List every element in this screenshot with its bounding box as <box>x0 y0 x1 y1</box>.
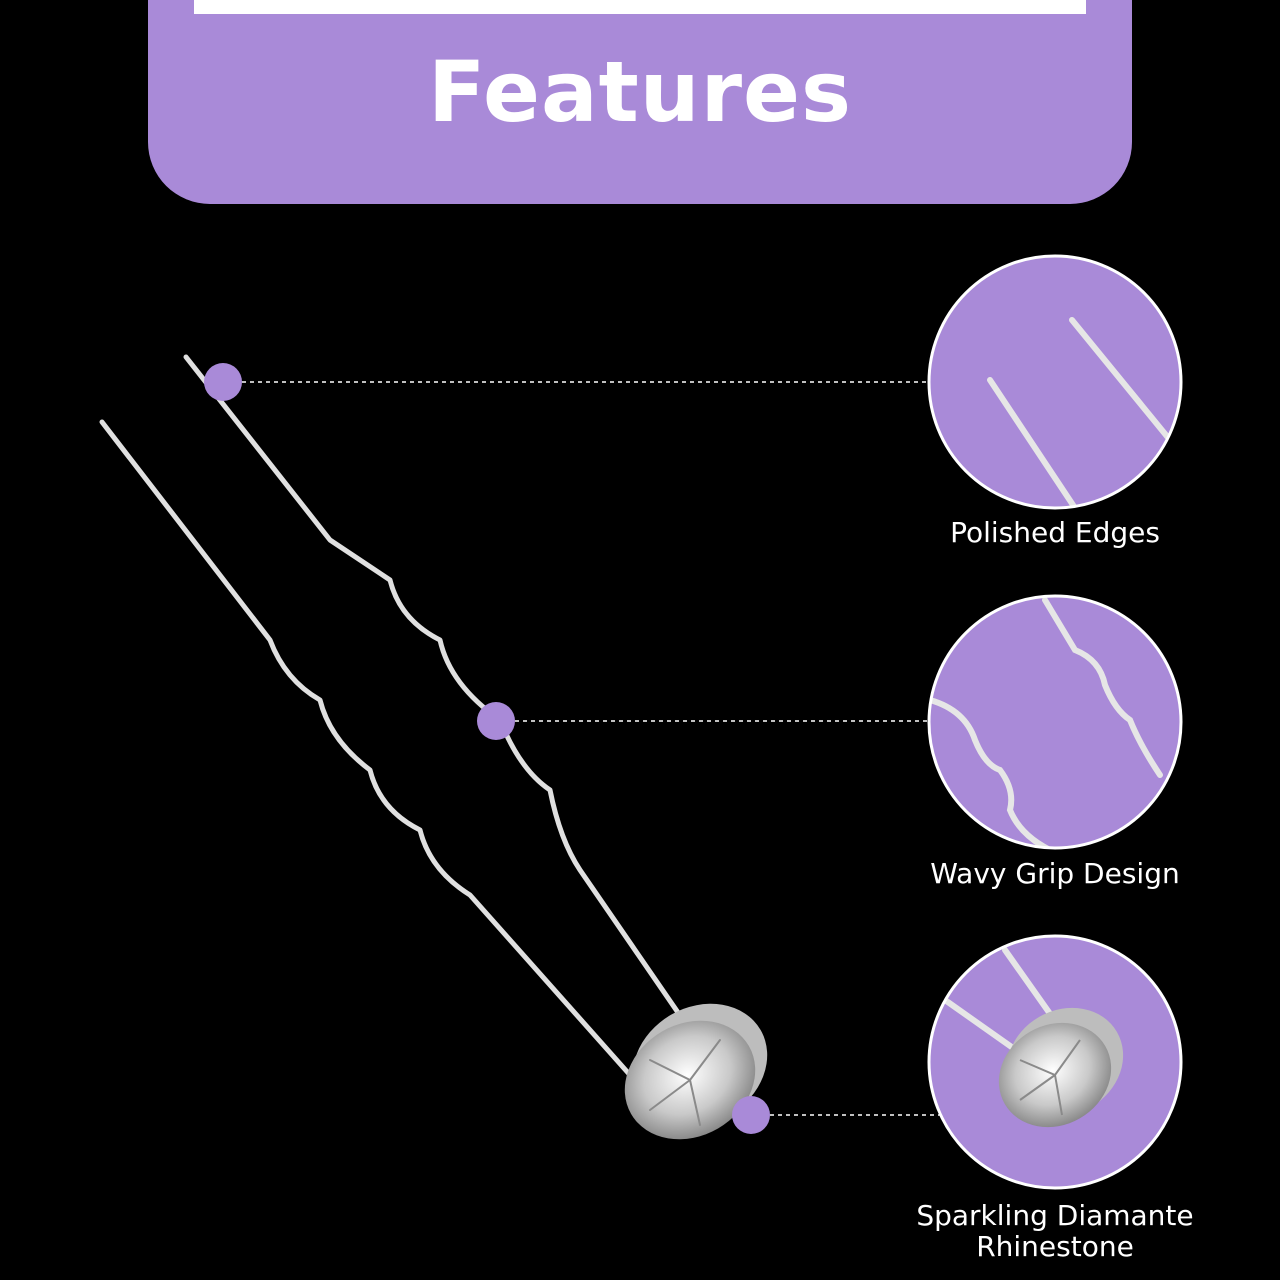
rhinestone-icon <box>624 1003 768 1140</box>
feature-label-wavy-grip: Wavy Grip Design <box>930 857 1180 890</box>
hair-pin-icon <box>99 354 768 1140</box>
connector-dot-1 <box>204 363 242 401</box>
rhinestone-closeup-icon <box>927 934 1183 1190</box>
connector-dot-3 <box>732 1096 770 1134</box>
polished-edges-closeup-icon <box>927 254 1183 510</box>
pin-right-prong <box>183 354 693 1033</box>
page-title: Features <box>428 43 852 141</box>
feature-connectors <box>204 363 940 1134</box>
header-white-bar <box>194 0 1086 14</box>
feature-label-rhinestone: Sparkling Diamante Rhinestone <box>916 1199 1194 1263</box>
features-header: Features <box>148 0 1132 204</box>
feature-label-polished-edges: Polished Edges <box>950 516 1160 549</box>
pin-left-prong <box>99 419 633 1078</box>
connector-dot-2 <box>477 702 515 740</box>
wavy-grip-closeup-icon <box>927 594 1183 850</box>
